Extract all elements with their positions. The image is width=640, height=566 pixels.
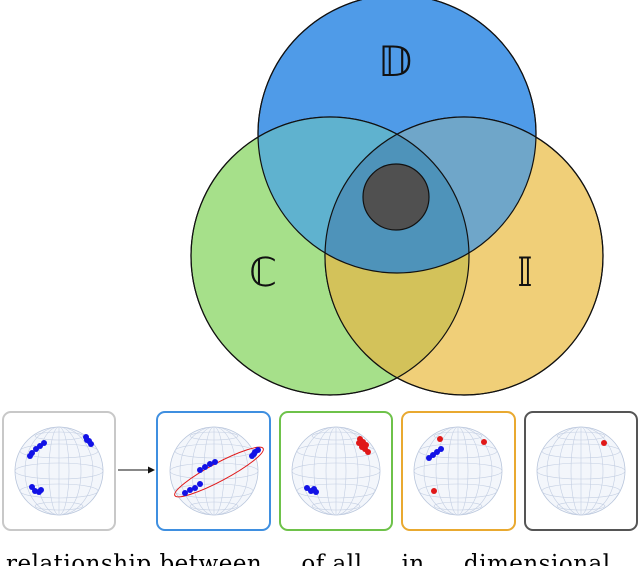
arrow — [118, 466, 155, 474]
label-d: 𝔻 — [378, 37, 412, 86]
points-blue-orange — [426, 446, 444, 461]
label-i: 𝕀 — [517, 250, 533, 296]
panel-green — [279, 411, 393, 531]
points-red-orange — [431, 436, 487, 494]
panel-dark — [524, 411, 638, 531]
panel-input — [2, 411, 116, 531]
caption-text: relationship between … of all … in … dim… — [6, 551, 611, 566]
core-circle — [362, 163, 430, 231]
points-red-green — [356, 436, 371, 455]
label-c: ℂ — [249, 250, 277, 296]
panel-orange — [401, 411, 516, 531]
venn-diagram: 𝔻 ℂ 𝕀 — [190, 0, 604, 396]
caption-fragment: relationship between … of all … in … dim… — [0, 544, 640, 566]
panel-blue — [156, 411, 271, 531]
points-red-dark — [601, 440, 607, 446]
points-blue-green — [304, 485, 319, 495]
points-blue — [182, 447, 261, 496]
points-input — [27, 434, 94, 495]
